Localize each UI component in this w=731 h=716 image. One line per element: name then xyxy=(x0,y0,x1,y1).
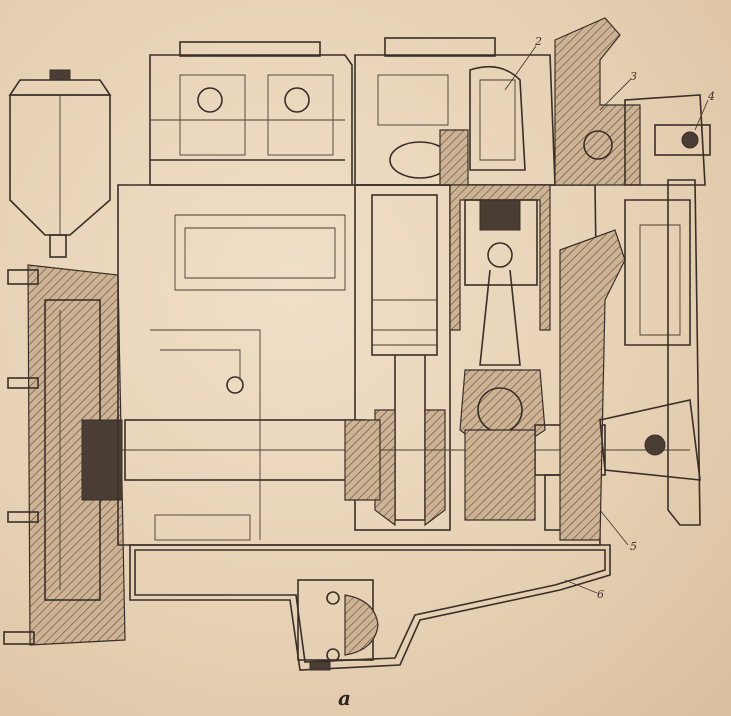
front-fan-housing xyxy=(3,264,126,646)
callout-leaders xyxy=(504,45,709,594)
water-outlet-housing xyxy=(554,17,711,186)
connecting-rod xyxy=(449,184,551,461)
callout-5: 5 xyxy=(630,540,637,553)
rear-housing xyxy=(559,179,701,541)
callout-4: 4 xyxy=(707,90,715,103)
callout-3: 3 xyxy=(630,70,637,83)
oil-pan xyxy=(129,544,611,671)
callout-6: 6 xyxy=(597,588,604,601)
callout-2: 2 xyxy=(534,35,542,48)
figure-caption: a xyxy=(338,686,351,710)
cylinder-head xyxy=(354,37,556,186)
oil-filter-canister xyxy=(8,69,112,258)
